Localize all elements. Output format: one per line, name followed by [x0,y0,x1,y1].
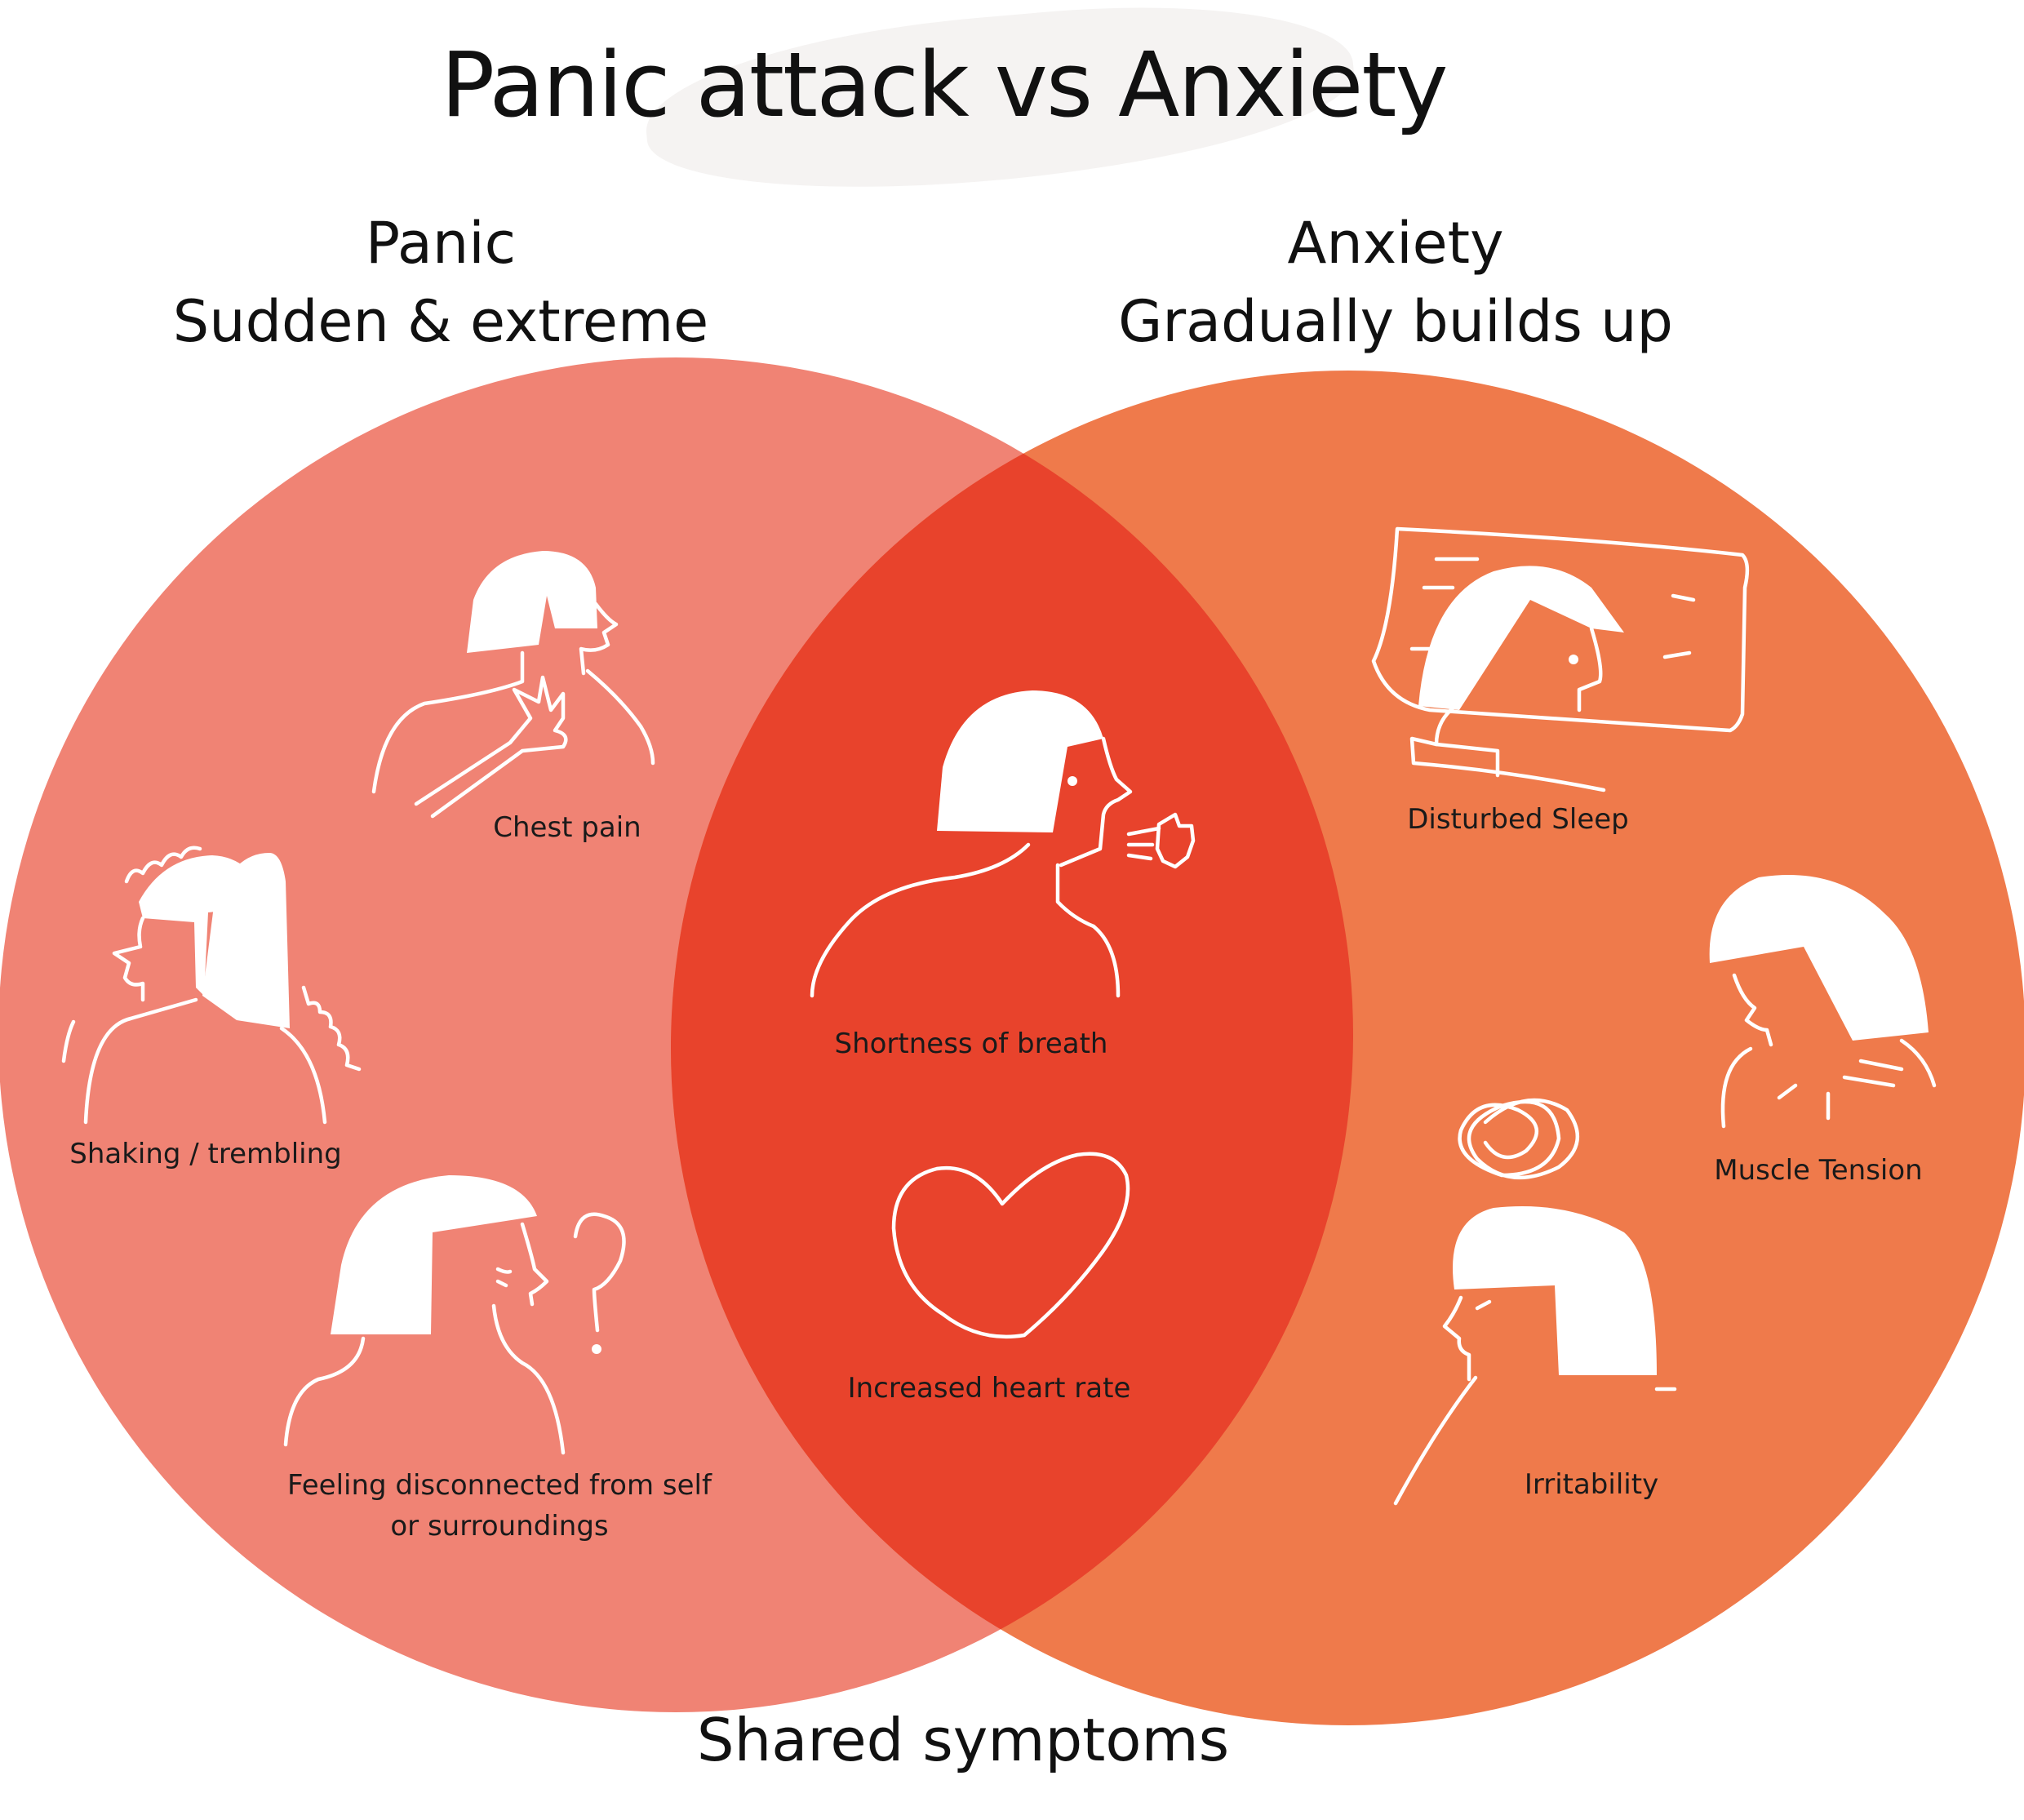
disconnected-label-line: or surroundings [390,1510,609,1543]
disconnected-icon [283,1175,626,1455]
panic-subtitle: Sudden & extreme [172,288,709,355]
page-title: Panic attack vs Anxiety [441,33,1449,137]
irritability-icon [1393,1098,1677,1506]
panic-heading: Panic Sudden & extreme [147,204,735,361]
anxiety-subtitle: Gradually builds up [1118,288,1673,355]
muscle-tension-icon [1709,875,1937,1129]
breath-icon [810,690,1196,998]
chest-pain-icon [371,551,655,819]
irritability-label: Irritability [1525,1468,1658,1501]
shared-symptoms-caption: Shared symptoms [696,1706,1230,1774]
shaking-icon [61,846,362,1125]
shaking-label: Shaking / trembling [69,1138,342,1170]
panic-name: Panic [365,210,517,277]
muscle-tension-label: Muscle Tension [1714,1154,1922,1187]
sleep-icon [1371,526,1750,792]
anxiety-heading: Anxiety Gradually builds up [1085,204,1706,361]
shortness-of-breath-label: Shortness of breath [835,1028,1108,1060]
anxiety-name: Anxiety [1287,210,1504,277]
heart-icon [891,1152,1130,1339]
increased-heart-rate-label: Increased heart rate [848,1372,1131,1405]
disconnected-label: Feeling disconnected from self or surroun… [287,1465,712,1547]
chest-pain-label: Chest pain [493,811,641,844]
disconnected-label-line: Feeling disconnected from self [287,1469,712,1502]
disturbed-sleep-label: Disturbed Sleep [1407,803,1629,836]
